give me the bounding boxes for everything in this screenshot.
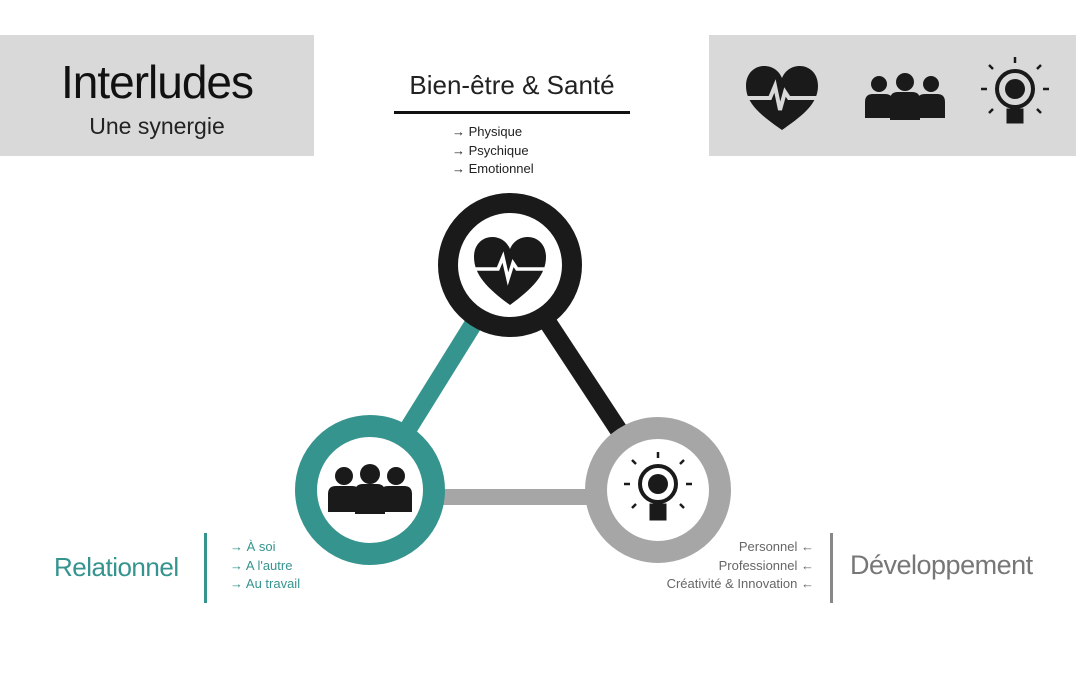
list-item: → Emotionnel (452, 161, 534, 176)
heart-ecg-icon (472, 237, 548, 305)
list-item: Personnel ← (738, 539, 814, 554)
title-box: Interludes Une synergie (0, 35, 314, 156)
list-item: → Au travail (230, 576, 301, 591)
bien-etre-heading: Bien-être & Santé (409, 70, 615, 100)
relational-node (295, 415, 445, 565)
development-node (585, 417, 731, 563)
subtitle: Une synergie (89, 113, 225, 139)
heart-ecg-icon (742, 66, 822, 130)
list-item: Professionnel ← (718, 557, 814, 573)
title: Interludes (60, 56, 254, 108)
lightbulb-brain-icon (981, 57, 1049, 124)
relationnel-list: → À soi → A l'autre → Au travail (230, 538, 300, 594)
developpement-heading: Développement (850, 550, 1033, 580)
list-item: → Physique (452, 124, 523, 139)
developpement-list: Personnel ← Professionnel ← Créativité &… (667, 538, 814, 594)
lightbulb-brain-icon (624, 452, 692, 521)
list-item: Créativité & Innovation ← (666, 576, 814, 591)
relationnel-heading: Relationnel (54, 552, 179, 582)
list-item: → À soi (230, 539, 276, 554)
list-item: → A l'autre (230, 557, 293, 573)
team-icon (328, 464, 412, 514)
developpement-divider (830, 533, 833, 603)
header-icons-box (709, 35, 1076, 156)
bien-etre-list: → Physique → Psychique → Emotionnel (452, 123, 534, 179)
list-item: → Psychique (452, 142, 529, 158)
team-icon (865, 73, 945, 120)
relationnel-divider (204, 533, 207, 603)
wellbeing-node (438, 193, 582, 337)
heading-underline (394, 111, 630, 114)
